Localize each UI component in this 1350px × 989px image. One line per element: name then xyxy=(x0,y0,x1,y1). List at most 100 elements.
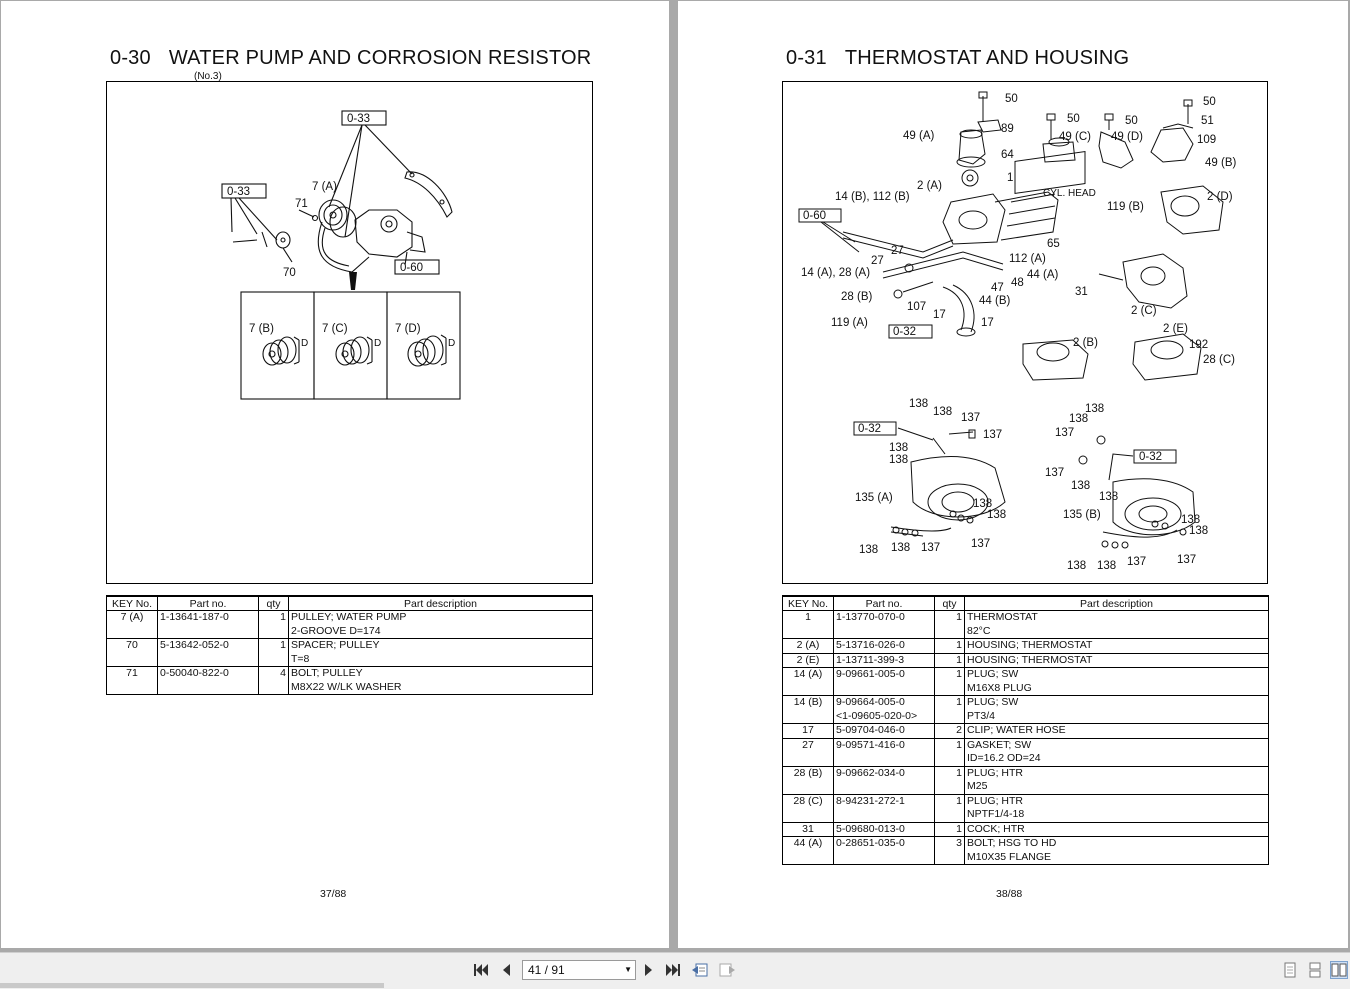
part-no: 1-13711-399-3 xyxy=(833,653,935,668)
description-line2: 82°C xyxy=(967,624,991,637)
part-no: 5-09680-013-0 xyxy=(833,822,935,837)
callout-14a-28a: 14 (A), 28 (A) xyxy=(801,267,870,279)
single-page-view-button[interactable] xyxy=(1281,961,1299,979)
callout-192: 192 xyxy=(1189,339,1208,351)
callout-2a: 2 (A) xyxy=(917,180,942,192)
part-no: 5-13716-026-0 xyxy=(833,638,935,654)
exploded-view-thermostat: 50 89 49 (A) 64 1 50 50 49 (C) 49 (D) 50… xyxy=(798,91,1236,572)
callout-7a: 7 (A) xyxy=(312,181,337,193)
callout-7b: 7 (B) xyxy=(249,323,274,335)
qty: 1 xyxy=(258,610,289,639)
callout-50: 50 xyxy=(1125,115,1138,127)
callout-0-33: 0-33 xyxy=(347,113,370,125)
table-row: 31 5-09680-013-0 1 COCK; HTR xyxy=(782,822,1269,837)
key-no: 70 xyxy=(106,638,158,667)
callout-44a: 44 (A) xyxy=(1027,269,1058,281)
next-page-button[interactable] xyxy=(640,961,658,979)
previous-page-button[interactable] xyxy=(497,961,515,979)
callout-0-32: 0-32 xyxy=(1139,451,1162,463)
description: HOUSING; THERMOSTAT xyxy=(964,638,1269,654)
go-forward-button[interactable] xyxy=(718,961,736,979)
callout-138: 138 xyxy=(987,509,1006,521)
callout-135b: 135 (B) xyxy=(1063,509,1101,521)
page-number-value: 41 / 91 xyxy=(528,963,565,977)
section-number: 0-31 xyxy=(786,47,827,69)
qty: 4 xyxy=(258,666,289,695)
description: CLIP; WATER HOSE xyxy=(964,723,1269,739)
pdf-viewer-toolbar: 41 / 91 ▼ xyxy=(0,952,1350,989)
two-page-view-button[interactable] xyxy=(1330,961,1348,979)
callout-51: 51 xyxy=(1201,115,1214,127)
callout-138: 138 xyxy=(891,542,910,554)
callout-138: 138 xyxy=(859,544,878,556)
horizontal-scrollbar[interactable] xyxy=(0,983,384,988)
col-description: Part description xyxy=(288,595,593,611)
part-no: 0-50040-822-0 xyxy=(157,666,259,695)
description-line1: BOLT; PULLEY xyxy=(291,667,363,679)
last-page-icon xyxy=(666,964,680,976)
description: COCK; HTR xyxy=(964,822,1269,837)
qty: 1 xyxy=(934,653,965,668)
exploded-view-water-pump: 0-33 0-33 7 (A) 71 70 0-60 7 (B) 7 (C) 7… xyxy=(221,110,461,400)
callout-49a: 49 (A) xyxy=(903,130,934,142)
part-no-line1: 9-09664-005-0 xyxy=(836,696,905,708)
description-line2: M10X35 FLANGE xyxy=(967,850,1052,863)
qty: 1 xyxy=(934,638,965,654)
qty: 1 xyxy=(934,667,965,696)
last-page-button[interactable] xyxy=(664,961,682,979)
callout-50: 50 xyxy=(1203,96,1216,108)
next-page-icon xyxy=(645,964,652,976)
key-no: 44 (A) xyxy=(782,836,834,865)
callout-17: 17 xyxy=(981,317,994,329)
first-page-button[interactable] xyxy=(472,961,490,979)
key-no: 28 (C) xyxy=(782,794,834,823)
callout-27: 27 xyxy=(891,245,904,257)
callout-89: 89 xyxy=(1001,123,1014,135)
callout-137: 137 xyxy=(961,412,980,424)
section-title-right: 0-31 THERMOSTAT AND HOUSING xyxy=(786,47,1129,70)
chevron-down-icon[interactable]: ▼ xyxy=(624,965,632,974)
description-line1: THERMOSTAT xyxy=(967,611,1038,623)
description-line1: SPACER; PULLEY xyxy=(291,639,380,651)
go-back-button[interactable] xyxy=(691,961,709,979)
callout-49c: 49 (C) xyxy=(1059,131,1091,143)
description-line1: PLUG; SW xyxy=(967,696,1019,708)
continuous-view-button[interactable] xyxy=(1306,961,1324,979)
callout-1: 1 xyxy=(1007,172,1013,184)
callout-138: 138 xyxy=(1085,403,1104,415)
callout-137: 137 xyxy=(1127,556,1146,568)
page-number-input[interactable]: 41 / 91 ▼ xyxy=(522,960,636,980)
qty: 1 xyxy=(934,794,965,823)
callout-0-60: 0-60 xyxy=(400,262,423,274)
callout-49d: 49 (D) xyxy=(1111,131,1143,143)
callout-64: 64 xyxy=(1001,149,1014,161)
key-no: 2 (E) xyxy=(782,653,834,668)
part-no: 9-09661-005-0 xyxy=(833,667,935,696)
table-row: 2 (A) 5-13716-026-0 1 HOUSING; THERMOSTA… xyxy=(782,638,1269,654)
two-page-view-icon xyxy=(1331,963,1347,977)
dimension-d: D xyxy=(448,338,455,349)
callout-28b: 28 (B) xyxy=(841,291,872,303)
parts-table-left: KEY No. Part no. qty Part description 7 … xyxy=(106,595,593,695)
description-line2: PT3/4 xyxy=(967,709,996,722)
callout-138: 138 xyxy=(1067,560,1086,572)
description-line1: GASKET; SW xyxy=(967,738,1032,751)
single-page-view-icon xyxy=(1284,962,1296,978)
part-no: 1-13641-187-0 xyxy=(157,610,259,639)
callout-138: 138 xyxy=(1069,413,1088,425)
table-row: 14 (B) 9-09664-005-0<1-09605-020-0> 1 PL… xyxy=(782,695,1269,724)
section-heading: THERMOSTAT AND HOUSING xyxy=(844,47,1130,69)
go-back-icon xyxy=(692,963,708,977)
callout-47: 47 xyxy=(991,282,1004,294)
col-part-no: Part no. xyxy=(157,595,259,611)
col-part-no: Part no. xyxy=(833,595,935,611)
qty: 2 xyxy=(934,723,965,739)
callout-49b: 49 (B) xyxy=(1205,157,1236,169)
